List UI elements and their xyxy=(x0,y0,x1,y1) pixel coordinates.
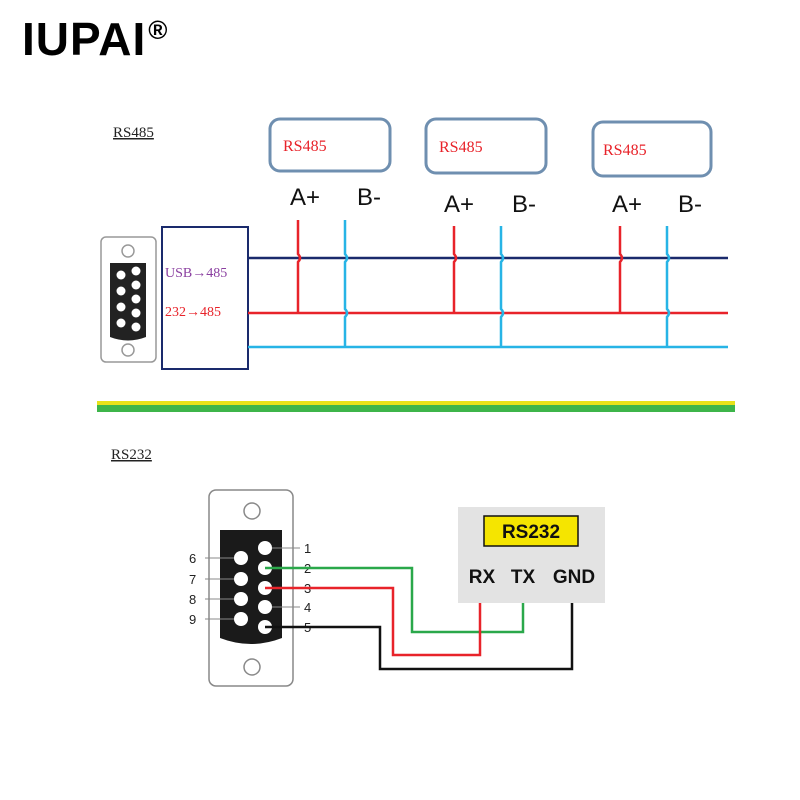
rs485-node-2-box xyxy=(424,117,548,175)
wire-pin3-to-rx xyxy=(265,586,482,657)
rs485-node-1-pin-b: B- xyxy=(357,184,381,211)
wire-pin5-to-gnd xyxy=(265,603,574,671)
rs232-pin-rx: RX xyxy=(469,567,496,588)
rs485-node-2-pin-b: B- xyxy=(512,191,536,218)
rs485-node-3-label: RS485 xyxy=(603,142,647,159)
rs485-node-3-pin-a: A+ xyxy=(612,191,642,218)
db9-pin-7-label: 7 xyxy=(189,572,196,587)
brand-name: IUPAI xyxy=(22,13,147,65)
db9-pin-8-label: 8 xyxy=(189,592,196,607)
node-2-a-wire xyxy=(452,226,458,313)
rs485-node-1-box xyxy=(268,117,392,173)
converter-label-232-485: 232→485 xyxy=(165,305,221,320)
node-2-b-wire xyxy=(499,226,505,347)
rs485-node-3-box xyxy=(591,120,713,178)
rs485-node-2-label: RS485 xyxy=(439,139,483,156)
converter-box: USB→485 232→485 xyxy=(161,226,249,370)
db9-connector-rs232 xyxy=(208,489,294,687)
db9-connector-rs485 xyxy=(100,236,157,363)
rs232-device: RS232 RX TX GND xyxy=(458,507,605,603)
db9-right-leaders xyxy=(272,547,300,608)
rs232-section-title: RS232 xyxy=(111,447,152,463)
rs232-pin-gnd: GND xyxy=(553,567,595,588)
node-3-b-wire xyxy=(665,226,671,347)
rs232-pin-tx: TX xyxy=(511,567,536,588)
db9-left-leaders xyxy=(205,557,234,620)
db9-pin-9-label: 9 xyxy=(189,612,196,627)
rs485-node-2: RS485 A+ B- xyxy=(424,117,548,347)
brand-logo: IUPAI® xyxy=(22,12,168,66)
db9-pin-4-label: 4 xyxy=(304,600,311,615)
rs232-device-label: RS232 xyxy=(502,522,560,543)
rs485-node-1-pin-a: A+ xyxy=(290,184,320,211)
db9-pin-6-label: 6 xyxy=(189,551,196,566)
separator-bar xyxy=(97,401,735,412)
converter-label-usb-485: USB→485 xyxy=(165,266,227,281)
rs485-node-1-label: RS485 xyxy=(283,138,327,155)
rs485-node-3-pin-b: B- xyxy=(678,191,702,218)
rs485-node-1: RS485 A+ B- xyxy=(268,117,392,347)
db9-pin-1-label: 1 xyxy=(304,541,311,556)
node-3-a-wire xyxy=(618,226,624,313)
registered-mark: ® xyxy=(148,15,169,45)
node-1-b-wire xyxy=(343,220,349,347)
rs485-node-3: RS485 A+ B- xyxy=(591,120,713,347)
rs485-node-2-pin-a: A+ xyxy=(444,191,474,218)
wire-pin2-to-tx xyxy=(265,566,525,634)
rs485-section-title: RS485 xyxy=(113,125,154,141)
node-1-a-wire xyxy=(296,220,302,313)
rs232-device-label-box xyxy=(483,515,579,547)
